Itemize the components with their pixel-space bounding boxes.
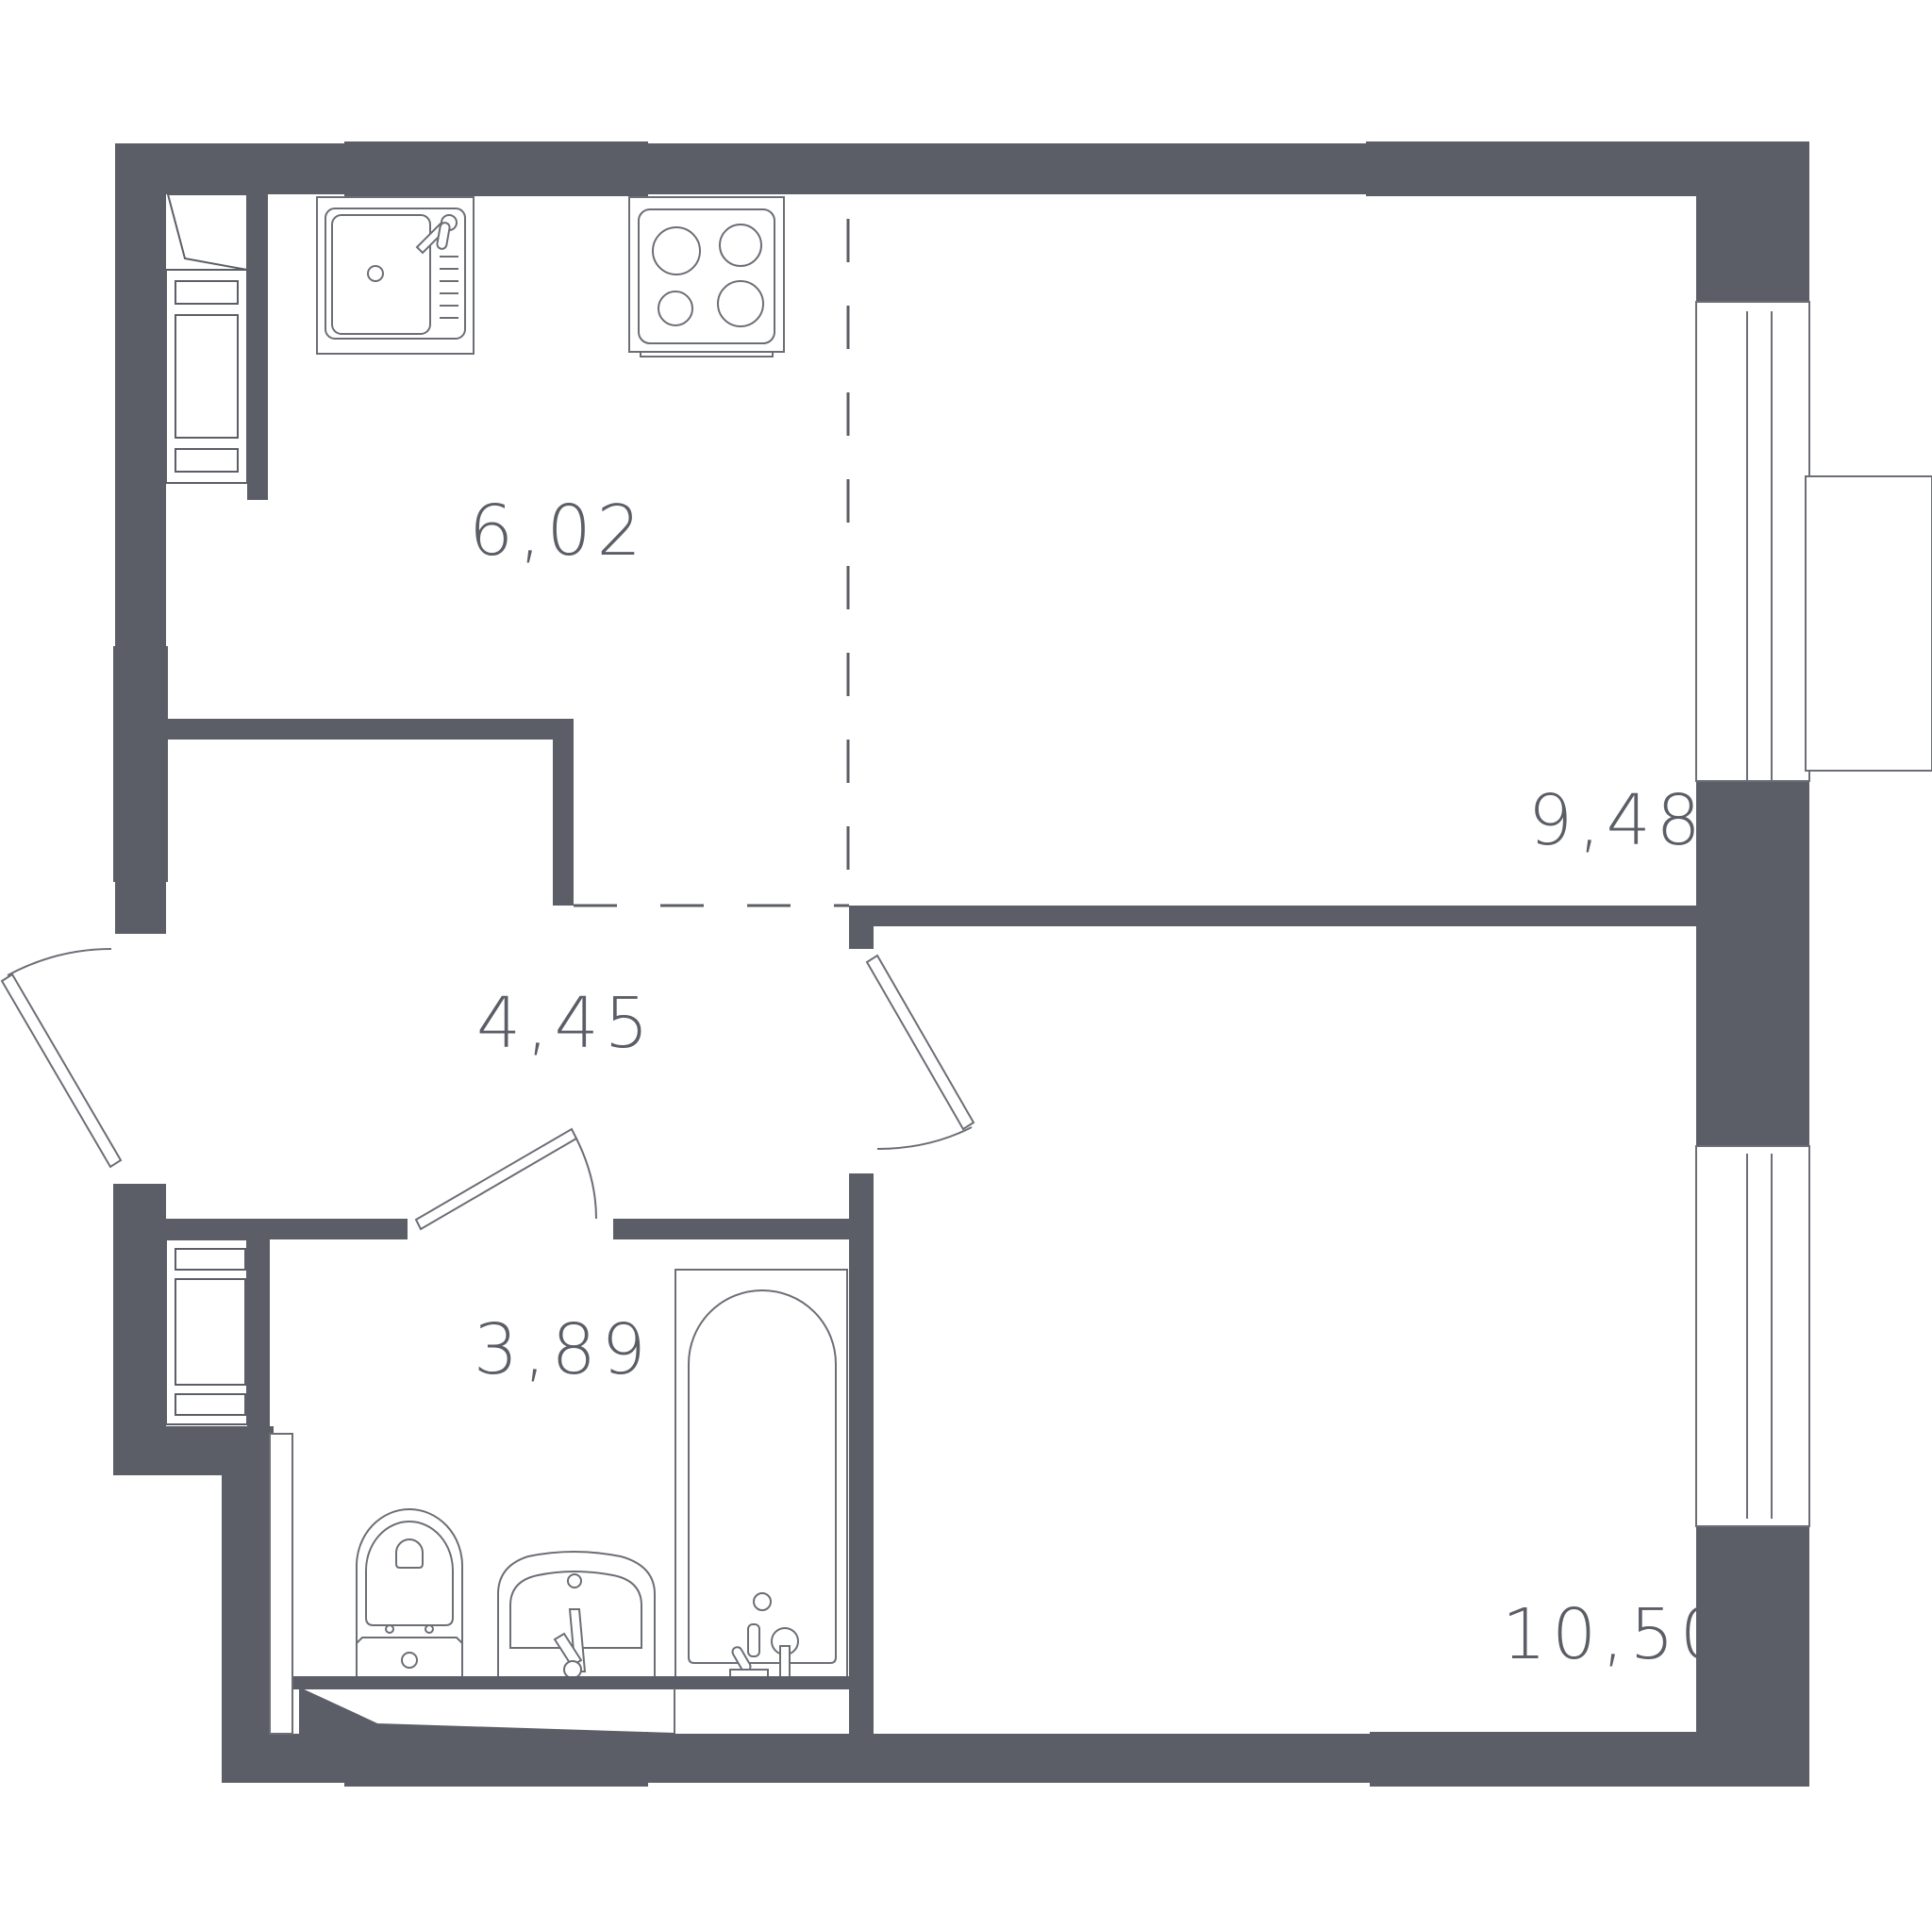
wall-top-thick-left: [344, 141, 648, 196]
window-living: [1695, 301, 1810, 782]
washbasin-icon: [497, 1551, 656, 1679]
kitchen-sink-icon: [316, 196, 475, 355]
wall-left-top-thick: [113, 646, 168, 882]
bathroom-area-label: 3,89: [474, 1309, 652, 1390]
entrance-door[interactable]: [0, 948, 123, 1169]
hall-area-label: 4,45: [476, 983, 655, 1064]
bathroom-shelf: [269, 1433, 850, 1735]
radiator-icon: [165, 193, 248, 484]
wall-bottom-thick-right: [1370, 1732, 1809, 1787]
zone-lines: [574, 219, 850, 907]
windows: [1695, 301, 1932, 1527]
room-labels: 6,02 4,45 3,89 9,48 10,50: [469, 491, 1730, 1675]
balcony-ledge: [1805, 475, 1932, 772]
wall-kitchen-hall-2: [553, 719, 574, 906]
wall-living-corner: [849, 906, 874, 949]
wall-kitchen-niche: [247, 194, 268, 500]
living-room-area-label: 9,48: [1528, 780, 1707, 861]
wall-left-bottom-2: [222, 1426, 271, 1783]
wall-kitchen-hall: [166, 719, 572, 740]
wall-bath-top-left: [166, 1219, 408, 1239]
wall-right-top-cap: [1753, 143, 1809, 311]
toilet-icon: [356, 1508, 463, 1678]
doors: [0, 948, 975, 1231]
wall-bath-inner: [247, 1239, 270, 1426]
radiator-icon: [165, 1239, 248, 1425]
wall-bath-top-right: [613, 1219, 849, 1239]
bedroom-door[interactable]: [865, 954, 975, 1150]
bedroom-area-label: 10,50: [1502, 1594, 1730, 1675]
bathtub-icon: [675, 1269, 848, 1679]
wall-bottom-thick-left: [344, 1732, 648, 1787]
wall-bath-right: [849, 1173, 874, 1734]
window-bedroom: [1695, 1145, 1810, 1527]
wall-living-bedroom: [849, 906, 1696, 926]
walls: [113, 141, 1809, 1787]
wall-right-mid: [1696, 781, 1809, 1154]
stove-icon: [628, 196, 785, 358]
bathroom-door[interactable]: [414, 1127, 597, 1231]
wall-left-bottom: [113, 1184, 166, 1474]
kitchen-area-label: 6,02: [469, 491, 647, 572]
